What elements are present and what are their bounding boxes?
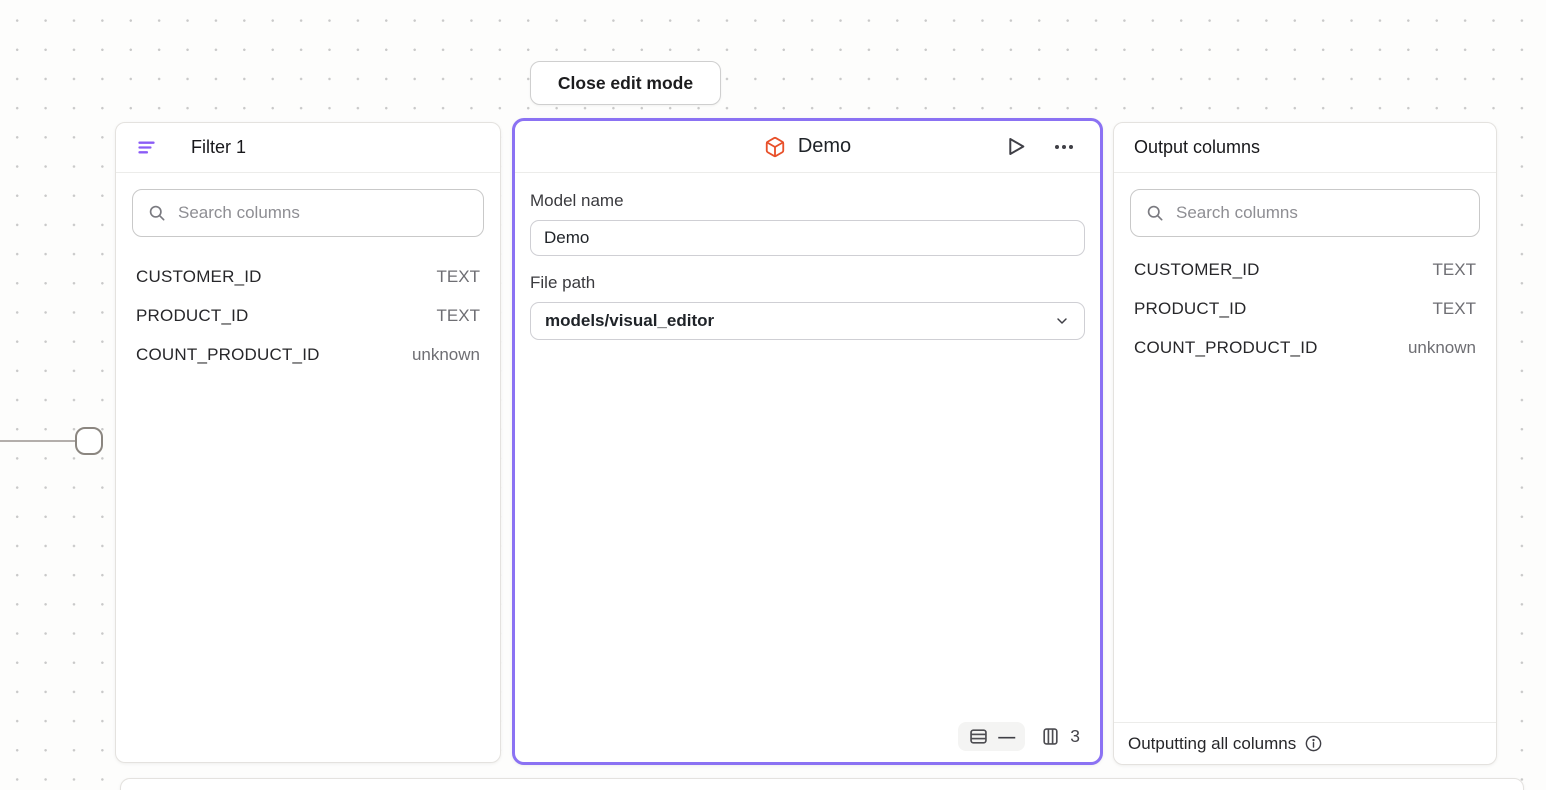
- connection-edge[interactable]: [0, 440, 77, 442]
- column-type: unknown: [1408, 338, 1476, 358]
- file-path-value: models/visual_editor: [545, 311, 714, 331]
- model-cube-icon: [764, 136, 786, 158]
- column-name: COUNT_PRODUCT_ID: [136, 345, 320, 365]
- column-row[interactable]: COUNT_PRODUCT_ID unknown: [136, 335, 480, 374]
- column-type: unknown: [412, 345, 480, 365]
- output-panel-header: Output columns: [1114, 123, 1496, 173]
- output-footer-text: Outputting all columns: [1128, 734, 1296, 754]
- row-count-value: —: [998, 728, 1015, 745]
- bottom-node-panel-partial[interactable]: [120, 778, 1524, 790]
- column-name: PRODUCT_ID: [136, 306, 249, 326]
- file-path-label: File path: [530, 273, 1085, 293]
- filter-panel-header: Filter 1: [116, 123, 500, 173]
- model-name-input[interactable]: [530, 220, 1085, 256]
- filter-column-list: CUSTOMER_ID TEXT PRODUCT_ID TEXT COUNT_P…: [116, 257, 500, 374]
- model-node-panel-selected[interactable]: Demo Model name File path models/visual_…: [512, 118, 1103, 765]
- column-type: TEXT: [1433, 299, 1476, 319]
- search-icon: [147, 203, 167, 223]
- output-column-list: CUSTOMER_ID TEXT PRODUCT_ID TEXT COUNT_P…: [1114, 250, 1496, 367]
- column-row[interactable]: COUNT_PRODUCT_ID unknown: [1134, 328, 1476, 367]
- column-row[interactable]: CUSTOMER_ID TEXT: [136, 257, 480, 296]
- play-icon: [1003, 134, 1028, 159]
- model-panel-title: Demo: [798, 135, 851, 158]
- column-type: TEXT: [437, 306, 480, 326]
- column-row[interactable]: CUSTOMER_ID TEXT: [1134, 250, 1476, 289]
- model-panel-header: Demo: [515, 121, 1100, 173]
- filter-node-panel[interactable]: Filter 1 CUSTOMER_ID TEXT PRODUCT_ID TEX…: [115, 122, 501, 763]
- output-search-box[interactable]: [1130, 189, 1480, 237]
- ellipsis-icon: [1052, 135, 1076, 159]
- column-row[interactable]: PRODUCT_ID TEXT: [1134, 289, 1476, 328]
- output-panel-title: Output columns: [1134, 137, 1260, 158]
- file-path-select[interactable]: models/visual_editor: [530, 302, 1085, 340]
- more-options-button[interactable]: [1050, 133, 1078, 161]
- filter-panel-title: Filter 1: [191, 137, 246, 158]
- column-name: COUNT_PRODUCT_ID: [1134, 338, 1318, 358]
- filter-search-input[interactable]: [178, 203, 469, 223]
- column-name: PRODUCT_ID: [1134, 299, 1247, 319]
- table-rows-icon: [968, 726, 989, 747]
- info-icon[interactable]: [1304, 734, 1323, 753]
- close-edit-mode-button[interactable]: Close edit mode: [530, 61, 721, 105]
- model-name-label: Model name: [530, 191, 1085, 211]
- output-footer: Outputting all columns: [1114, 722, 1496, 764]
- column-count-value: 3: [1070, 726, 1080, 747]
- output-search-input[interactable]: [1176, 203, 1465, 223]
- chevron-down-icon: [1054, 313, 1070, 329]
- connection-handle[interactable]: [75, 427, 103, 455]
- column-name: CUSTOMER_ID: [136, 267, 262, 287]
- column-count-group[interactable]: 3: [1040, 726, 1080, 747]
- column-type: TEXT: [437, 267, 480, 287]
- run-model-button[interactable]: [1001, 132, 1030, 161]
- column-type: TEXT: [1433, 260, 1476, 280]
- filter-search-box[interactable]: [132, 189, 484, 237]
- filter-lines-icon: [136, 137, 174, 158]
- row-count-pill[interactable]: —: [958, 722, 1025, 751]
- search-icon: [1145, 203, 1165, 223]
- table-columns-icon: [1040, 726, 1061, 747]
- column-name: CUSTOMER_ID: [1134, 260, 1260, 280]
- column-row[interactable]: PRODUCT_ID TEXT: [136, 296, 480, 335]
- output-columns-panel: Output columns CUSTOMER_ID TEXT PRODUCT_…: [1113, 122, 1497, 765]
